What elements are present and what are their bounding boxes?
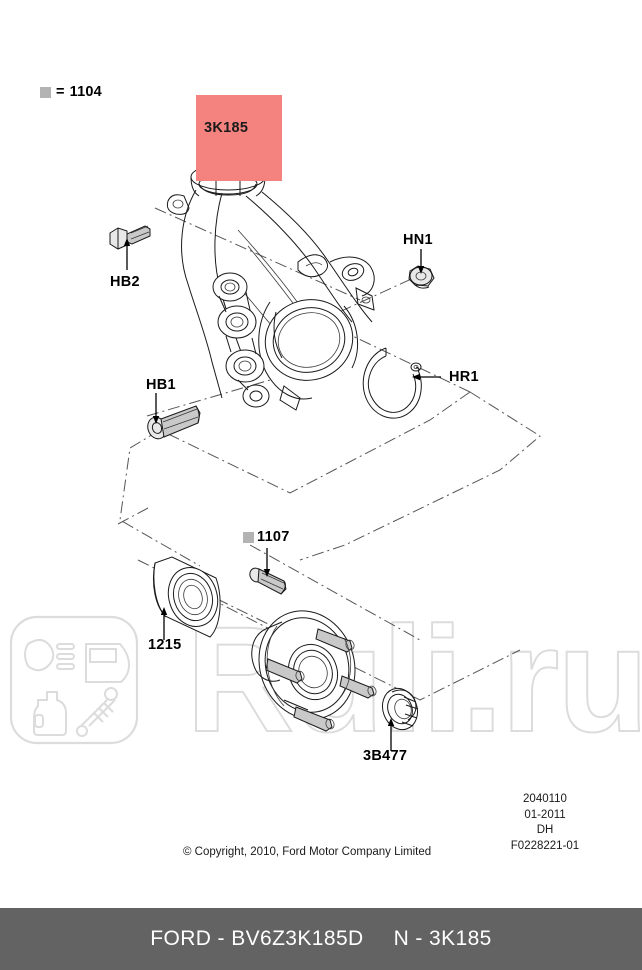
- gray-square-marker: [243, 531, 254, 543]
- footer-part-number: FORD - BV6Z3K185D: [150, 927, 364, 950]
- exploded-parts-drawing: [109, 137, 541, 751]
- callout-3b477: 3B477: [363, 748, 408, 764]
- legend-code: 1104: [69, 84, 102, 100]
- highlight-label: 3K185: [204, 120, 249, 136]
- legend: = 1104: [40, 84, 102, 100]
- legend-equals: =: [56, 84, 65, 100]
- callout-hb1: HB1: [146, 377, 176, 393]
- abs-ring-3b477-drawing: [381, 687, 419, 731]
- stud-1107-drawing: [249, 567, 287, 595]
- doc-info-line-1: 2040110: [523, 793, 567, 805]
- footer-reference-number: N - 3K185: [393, 927, 492, 950]
- hb1-bolt-drawing: [147, 405, 201, 440]
- hr1-snap-ring-drawing: [362, 347, 422, 419]
- callout-hn1: HN1: [403, 232, 433, 248]
- document-info: 2040110 01-2011 DH F0228221-01: [470, 792, 620, 854]
- callout-1215: 1215: [148, 637, 182, 653]
- steering-knuckle-part: [166, 163, 375, 411]
- footer-bar: FORD - BV6Z3K185D N - 3K185: [0, 908, 642, 970]
- gray-square-marker: [40, 86, 51, 98]
- diagram-canvas: Ruli.ru: [9, 84, 642, 858]
- callout-hr1: HR1: [449, 369, 479, 385]
- callout-hb2: HB2: [110, 274, 140, 290]
- callout-1107: 1107: [257, 529, 290, 545]
- doc-info-line-4: F0228221-01: [510, 839, 580, 852]
- copyright-text: © Copyright, 2010, Ford Motor Company Li…: [183, 846, 432, 858]
- wheel-hub-drawing: [251, 610, 377, 732]
- callout-1107-group: 1107: [243, 529, 290, 545]
- doc-info-line-2: 01-2011: [524, 808, 566, 821]
- doc-info-line-3: DH: [536, 824, 554, 836]
- knuckle-mounting-bosses: [212, 272, 270, 408]
- highlight-box: [196, 95, 282, 181]
- bearing-1215-drawing: [152, 556, 221, 638]
